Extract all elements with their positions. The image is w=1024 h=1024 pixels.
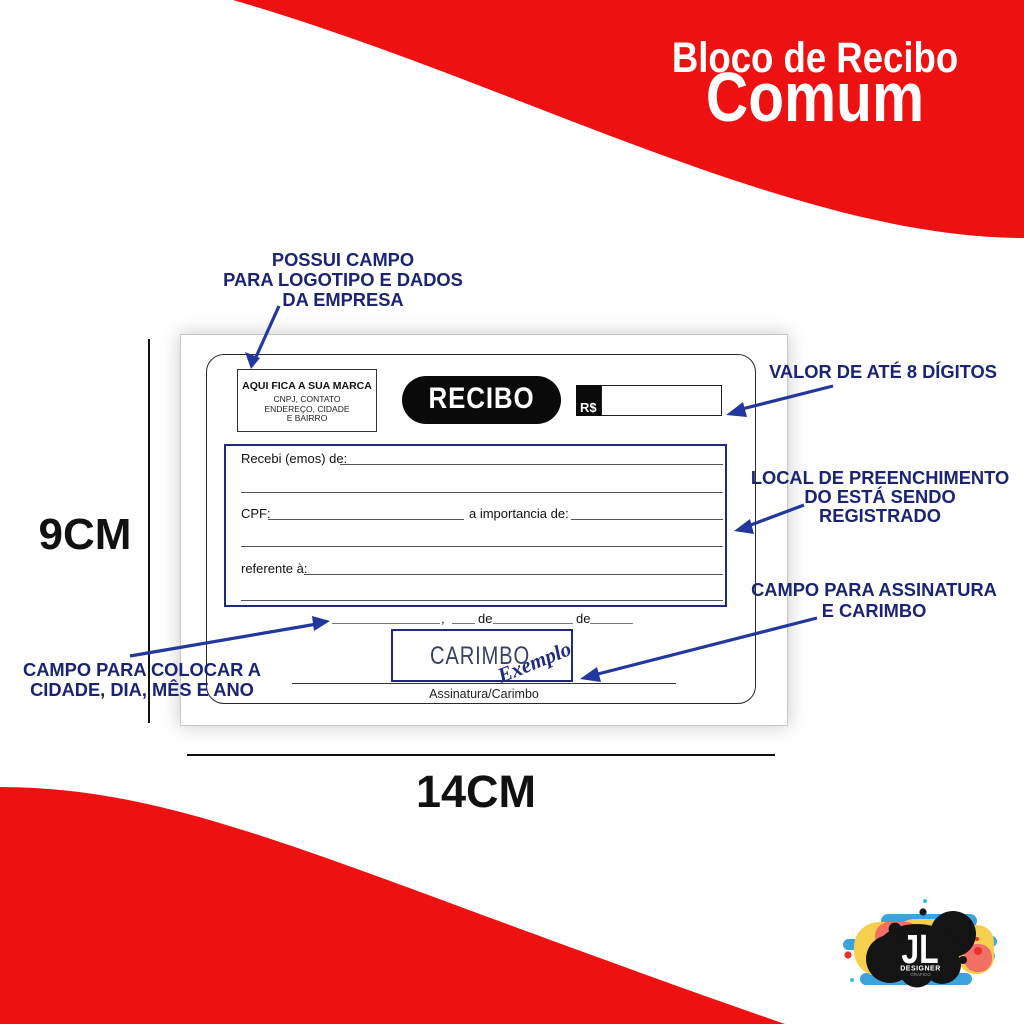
svg-text:DESIGNER: DESIGNER [900,966,941,973]
svg-text:GRAFICO: GRAFICO [910,972,931,977]
svg-text:JL: JL [901,926,938,972]
